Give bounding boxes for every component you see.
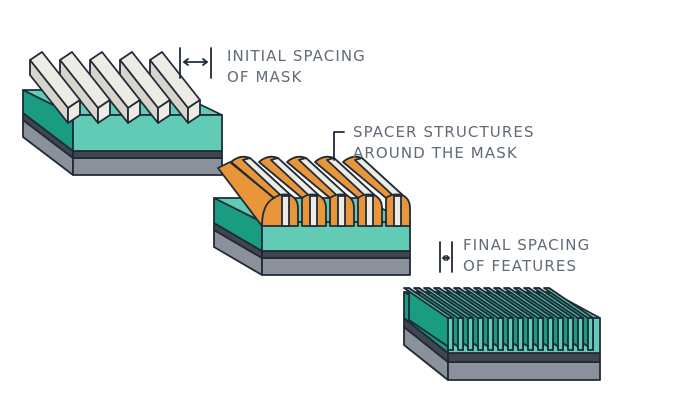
fin-front: [557, 317, 564, 351]
fin-front: [517, 317, 524, 351]
label-final-line1: FINAL SPACING: [463, 236, 591, 254]
stack1-mask-walls: [29, 51, 201, 124]
fin-front: [447, 317, 454, 351]
fin-front: [507, 317, 514, 351]
spacer-bracket-indicator: [333, 131, 345, 161]
stack-initial-mask: [22, 47, 223, 176]
label-initial-line2: OF MASK: [227, 68, 303, 86]
fin-front: [567, 317, 574, 351]
fin-front: [577, 317, 584, 351]
fin-front: [497, 317, 504, 351]
label-spacer-line2: AROUND THE MASK: [353, 144, 518, 162]
stack-spacer-structures: [213, 131, 411, 276]
label-spacer-structures: SPACER STRUCTURES AROUND THE MASK: [353, 122, 535, 164]
fin-front: [587, 317, 594, 351]
fin-front: [457, 317, 464, 351]
final-spacing-indicator: [439, 241, 453, 273]
fin-front: [527, 317, 534, 351]
label-initial-spacing: INITIAL SPACING OF MASK: [227, 46, 366, 88]
stack3-substrate: [403, 317, 601, 381]
initial-spacing-indicator: [179, 47, 212, 79]
label-spacer-line1: SPACER STRUCTURES: [353, 123, 535, 141]
stack1-substrate: [22, 112, 223, 176]
fin-front: [467, 317, 474, 351]
fin-front: [537, 317, 544, 351]
label-initial-line1: INITIAL SPACING: [227, 47, 366, 65]
stack2-spacer-ridges: [217, 155, 411, 227]
label-final-line2: OF FEATURES: [463, 257, 578, 275]
label-final-spacing: FINAL SPACING OF FEATURES: [463, 235, 590, 277]
fin-front: [487, 317, 494, 351]
fin-front: [547, 317, 554, 351]
stack3-fin-array: [403, 287, 594, 351]
fin-front: [477, 317, 484, 351]
stack-final-features: [403, 241, 601, 381]
